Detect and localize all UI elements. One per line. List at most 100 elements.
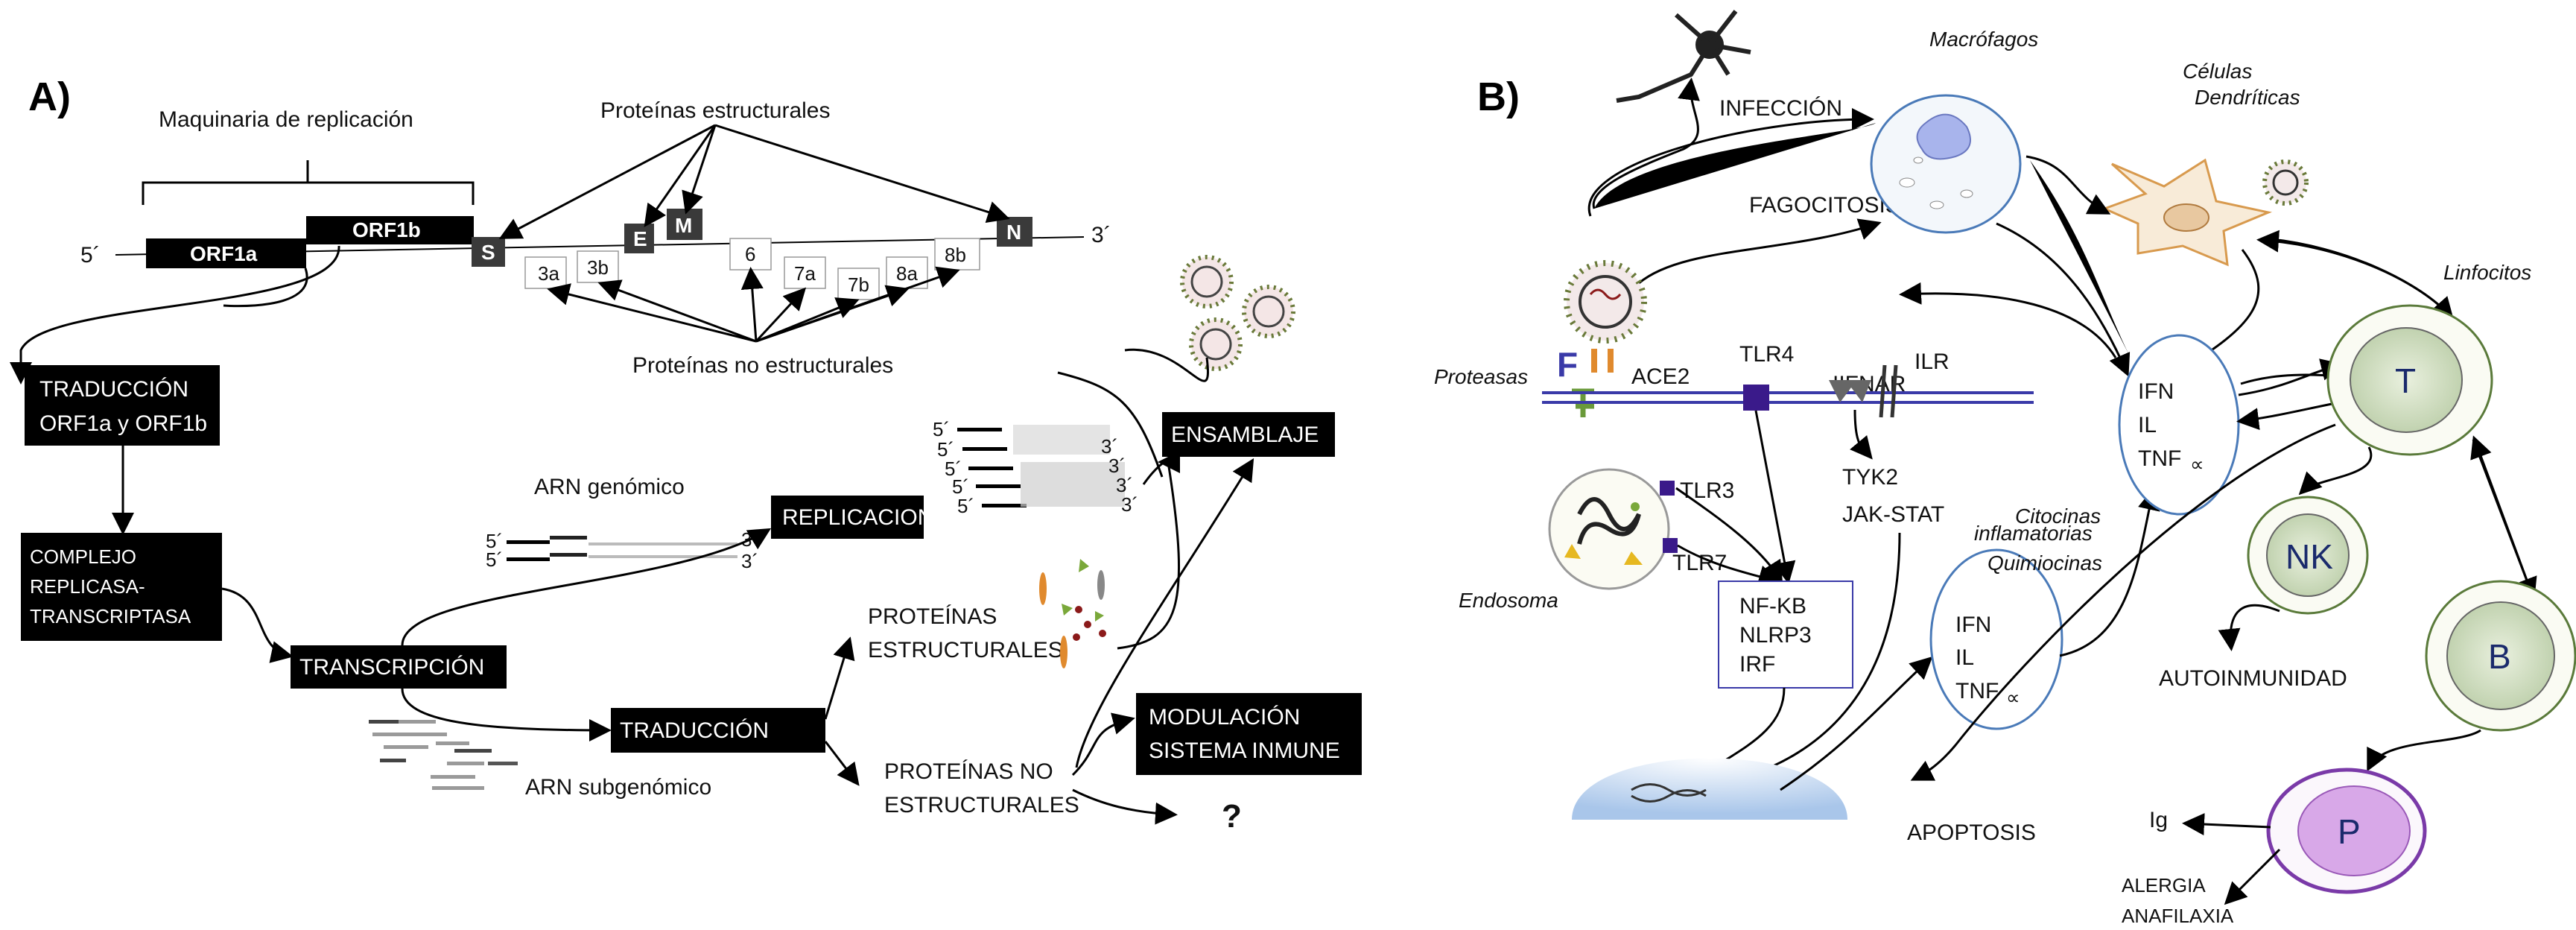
irf-label: IRF bbox=[1739, 652, 1775, 677]
arrow-to-question bbox=[1072, 788, 1178, 825]
virions-cluster bbox=[1180, 255, 1295, 371]
p-cell-label: P bbox=[2338, 812, 2361, 851]
citocinas-l1: Citocinas bbox=[2015, 504, 2101, 528]
gene-6-label: 6 bbox=[745, 243, 755, 265]
nlrp3-label: NLRP3 bbox=[1739, 623, 1812, 648]
dna-icon bbox=[1631, 783, 1707, 803]
ilr-receptor bbox=[1879, 364, 1898, 418]
upper-il: IL bbox=[2138, 413, 2157, 437]
nonstructural-proteins-label: Proteínas no estructurales bbox=[632, 353, 893, 378]
box-ensamblaje-label: ENSAMBLAJE bbox=[1171, 423, 1319, 447]
arrow-p-ig bbox=[2182, 813, 2271, 836]
box-complejo-l1: COMPLEJO bbox=[30, 545, 136, 568]
box-ensamblaje bbox=[1162, 412, 1335, 457]
nk-cell-nucleus bbox=[2266, 513, 2350, 597]
svg-text:5´: 5´ bbox=[952, 475, 969, 498]
protease-t-icon bbox=[1572, 388, 1594, 417]
arrow-cytokines-left bbox=[1899, 282, 2117, 358]
iifnar-receptor bbox=[1829, 380, 1871, 402]
arrow-fagocitosis bbox=[1638, 218, 1882, 285]
arrow-p-alergia bbox=[2224, 848, 2281, 905]
proteinas-estructurales-l1: PROTEÍNAS bbox=[868, 604, 997, 629]
tlr4-receptor bbox=[1743, 385, 1769, 411]
arrow-nonstructural-to-assembly bbox=[1075, 458, 1254, 768]
gene-3a-label: 3a bbox=[538, 262, 559, 285]
subgenomic-rna bbox=[369, 720, 518, 790]
gene-orf1a-label: ORF1a bbox=[190, 242, 258, 265]
citocinas-l3: Quimiocinas bbox=[1987, 551, 2102, 575]
box-modulacion-l1: MODULACIÓN bbox=[1149, 705, 1300, 730]
endosoma-label: Endosoma bbox=[1459, 589, 1558, 612]
box-modulacion bbox=[1136, 693, 1362, 775]
svg-text:3´: 3´ bbox=[1101, 435, 1118, 458]
arrow-t-cytokines bbox=[2236, 401, 2340, 431]
arrow-tlr4-nfkb bbox=[1754, 410, 1796, 584]
gene-orf1b-label: ORF1b bbox=[352, 218, 421, 241]
gene-8b-label: 8b bbox=[945, 244, 966, 266]
arrow-structural-to-assembly bbox=[1117, 461, 1181, 650]
box-traduccion-orf1 bbox=[25, 365, 220, 446]
tlr7-receptor bbox=[1663, 538, 1678, 553]
svg-text:3´: 3´ bbox=[1121, 493, 1138, 516]
gene-s-label: S bbox=[481, 241, 495, 264]
arrow-b-t bbox=[2470, 435, 2534, 597]
box-traduccion-orf1-l2: ORF1a y ORF1b bbox=[39, 411, 207, 436]
t-cell-label: T bbox=[2395, 361, 2416, 400]
proteasas-label: Proteasas bbox=[1434, 365, 1528, 388]
gene-e bbox=[624, 224, 654, 253]
arn-subgenomico-label: ARN subgenómico bbox=[525, 775, 711, 800]
endosome bbox=[1548, 468, 1670, 590]
upper-tnf-sub: ∝ bbox=[2190, 453, 2204, 475]
arrow-t-nk bbox=[2298, 446, 2373, 496]
question-mark: ? bbox=[1222, 798, 1242, 835]
svg-text:3´: 3´ bbox=[1116, 474, 1133, 496]
arrow-tlr7-nfkb bbox=[1677, 544, 1781, 587]
macrofagos-label: Macrófagos bbox=[1929, 28, 2038, 51]
lower-ifn: IFN bbox=[1955, 613, 1991, 637]
gene-orf1b bbox=[306, 216, 474, 244]
svg-text:3´: 3´ bbox=[741, 550, 758, 572]
fagocitosis-label: FAGOCITOSIS bbox=[1749, 193, 1900, 218]
arrow-mac-dendritic bbox=[2025, 155, 2111, 215]
arrow-to-traduccion2 bbox=[401, 688, 612, 741]
arrow-orf1a-join bbox=[223, 268, 308, 308]
arrow-to-modulacion bbox=[1071, 712, 1135, 776]
protease-f-icon: F bbox=[1557, 345, 1578, 384]
replicated-rna-stack: 5´ 5´ 5´ 5´ 5´ 3´ 3´ 3´ 3´ bbox=[933, 418, 1138, 517]
arrow-to-macrofago bbox=[1587, 108, 1874, 217]
arrow-to-structural bbox=[824, 636, 855, 720]
box-traduccion2-label: TRADUCCIÓN bbox=[620, 718, 769, 743]
virus-icon bbox=[1564, 260, 1647, 344]
cytokines-cell-lower bbox=[1929, 548, 2063, 730]
box-traduccion2 bbox=[611, 708, 825, 753]
autoinmunidad-label: AUTOINMUNIDAD bbox=[2159, 666, 2347, 691]
apoptosis-label: APOPTOSIS bbox=[1907, 820, 2036, 845]
proteinas-no-l2: ESTRUCTURALES bbox=[884, 793, 1079, 817]
infeccion-label: INFECCIÓN bbox=[1719, 96, 1842, 121]
arrow-dendritic-t bbox=[2264, 237, 2454, 320]
macrophage-cell bbox=[1870, 94, 2022, 234]
upper-ifn: IFN bbox=[2138, 379, 2174, 404]
box-complejo-l2: REPLICASA- bbox=[30, 575, 145, 598]
upper-tnf: TNF bbox=[2138, 446, 2181, 471]
nfkb-box bbox=[1718, 581, 1853, 689]
box-complejo bbox=[21, 533, 222, 641]
gene-8a-label: 8a bbox=[896, 262, 918, 285]
arrow-orf-to-translation bbox=[10, 245, 340, 385]
celulas-l2: Dendríticas bbox=[2195, 86, 2300, 109]
ig-label: Ig bbox=[2149, 808, 2168, 832]
ace2-label: ACE2 bbox=[1631, 364, 1690, 389]
gene-orf1a bbox=[146, 238, 306, 268]
proteinas-no-l1: PROTEÍNAS NO bbox=[884, 759, 1053, 784]
arrow-infeccion bbox=[1592, 78, 1700, 209]
three-prime-label: 3´ bbox=[1091, 223, 1111, 247]
cytokines-cell-upper bbox=[2118, 334, 2240, 516]
ace2-receptor bbox=[1591, 349, 1614, 373]
genomic-rna: 5´ 5´ 3´ 3´ bbox=[486, 528, 758, 572]
lower-il: IL bbox=[1955, 645, 1974, 670]
svg-text:5´: 5´ bbox=[945, 458, 962, 480]
b-cell-label: B bbox=[2488, 637, 2511, 676]
box-modulacion-l2: SISTEMA INMUNE bbox=[1149, 738, 1340, 763]
arrow-rna-to-ensamblaje bbox=[1057, 371, 1164, 478]
